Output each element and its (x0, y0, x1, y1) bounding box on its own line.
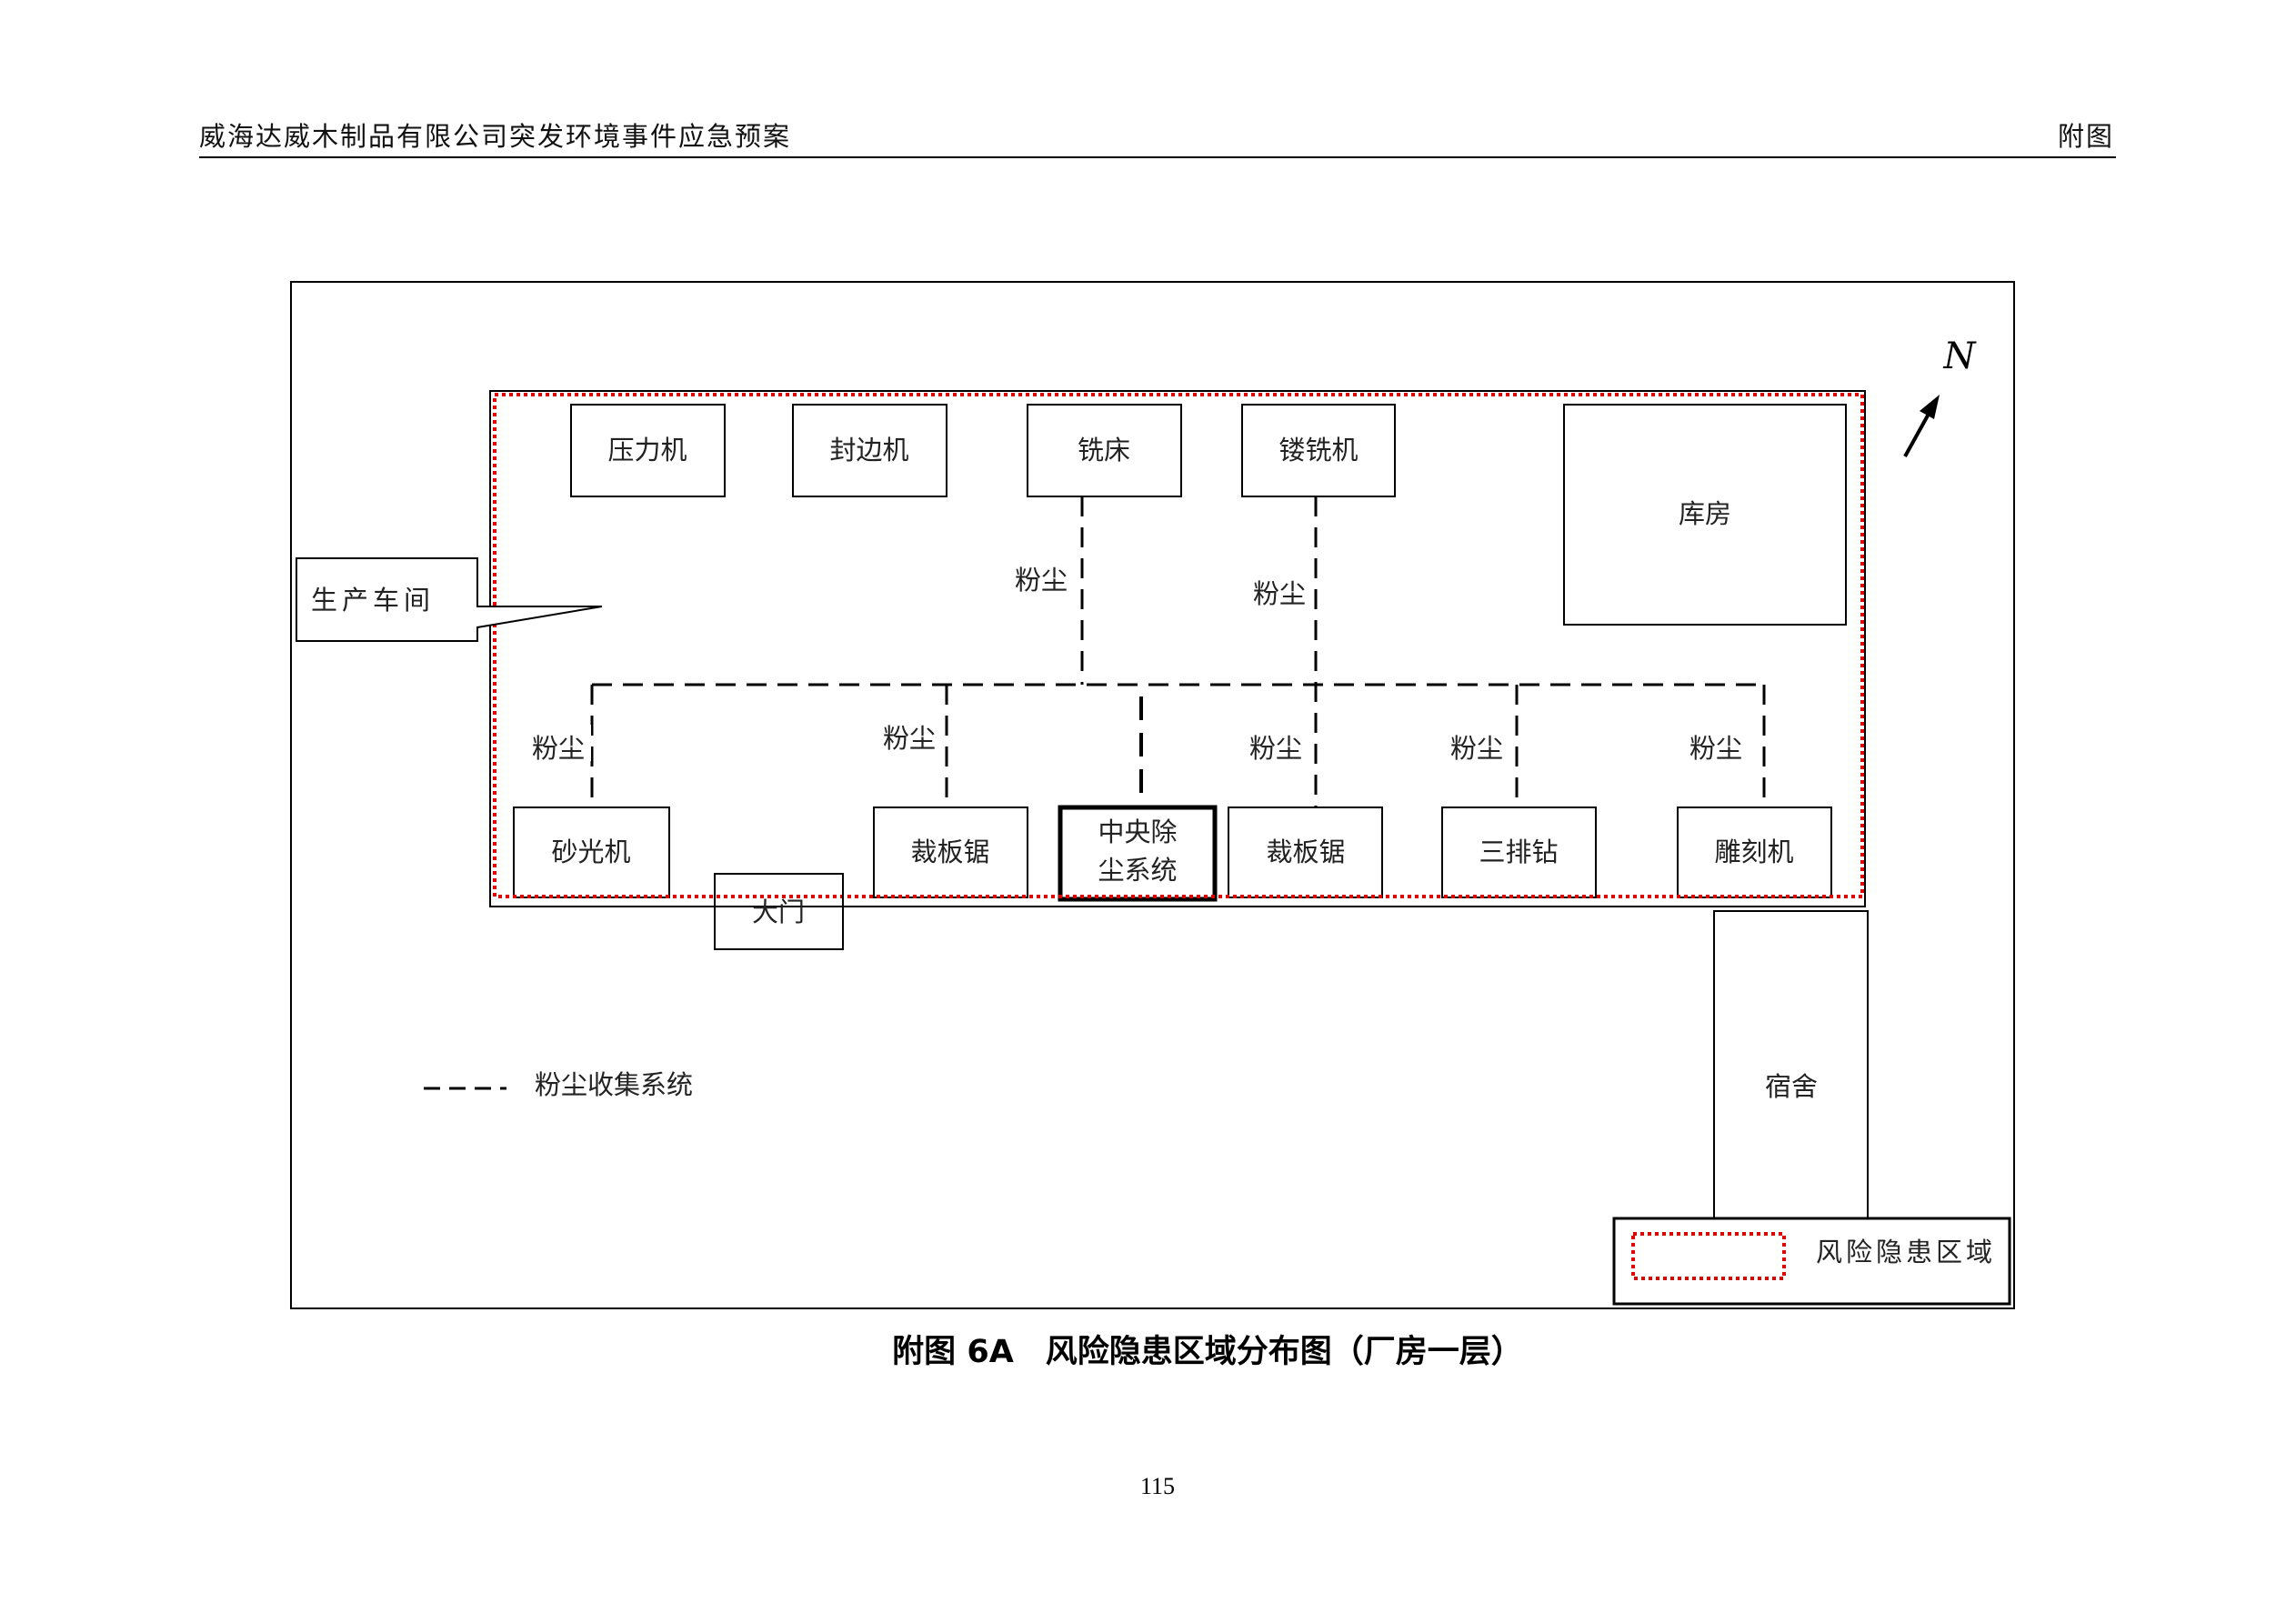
svg-text:铣床: 铣床 (1078, 435, 1130, 466)
north-arrow-icon: N (1903, 336, 1978, 457)
svg-text:雕刻机: 雕刻机 (1714, 837, 1793, 867)
machine-box-panel-saw: 裁板锯 (873, 806, 1028, 898)
page-number: 115 (1140, 1473, 1175, 1499)
dust-label: 粉尘 (1689, 733, 1742, 764)
machine-box-edge-bander: 封边机 (792, 404, 947, 497)
dust-label: 粉尘 (1450, 733, 1503, 764)
legend-dust-system: 粉尘收集系统 (424, 1069, 693, 1100)
svg-text:宿舍: 宿舍 (1765, 1071, 1818, 1102)
svg-text:裁板锯: 裁板锯 (910, 837, 989, 867)
svg-text:大门: 大门 (752, 897, 805, 927)
risk-area-boundary (493, 393, 1864, 898)
dormitory-box: 宿舍 (1713, 910, 1869, 1220)
dust-label: 粉尘 (883, 723, 936, 754)
section-label: 附图 (2058, 121, 2114, 152)
dust-label: 粉尘 (1015, 565, 1068, 596)
workshop-callout: 生产车间 (296, 557, 603, 642)
machine-box-press: 压力机 (570, 404, 726, 497)
gate-box: 大门 (714, 873, 844, 950)
dust-label: 粉尘 (1249, 733, 1302, 764)
dust-collection-lines (590, 496, 1766, 807)
document-title: 威海达威木制品有限公司突发环境事件应急预案 (199, 121, 791, 152)
svg-text:尘系统: 尘系统 (1098, 855, 1177, 886)
svg-text:粉尘收集系统: 粉尘收集系统 (535, 1069, 693, 1100)
svg-text:三排钻: 三排钻 (1479, 837, 1558, 867)
diagram-frame (290, 281, 2015, 1309)
machine-box-carving: 雕刻机 (1677, 806, 1832, 898)
factory-building (489, 390, 1866, 907)
machine-box-router: 镂铣机 (1241, 404, 1396, 497)
machine-box-drill: 三排钻 (1441, 806, 1597, 898)
dust-label: 粉尘 (532, 733, 585, 764)
machine-box-panel-saw: 裁板锯 (1228, 806, 1383, 898)
legend-risk-area: 风险隐患区域 (1612, 1217, 2011, 1306)
svg-text:裁板锯: 裁板锯 (1266, 837, 1345, 867)
svg-text:库房: 库房 (1679, 498, 1731, 529)
svg-text:镂铣机: 镂铣机 (1278, 435, 1358, 466)
dust-labels: 粉尘 粉尘 粉尘 粉尘 粉尘 粉尘 粉尘 (527, 556, 1749, 764)
machine-box-sander: 砂光机 (513, 806, 670, 898)
machine-box-milling: 铣床 (1027, 404, 1182, 497)
svg-text:中央除: 中央除 (1098, 817, 1177, 847)
dust-label: 粉尘 (1253, 578, 1306, 609)
svg-text:风险隐患区域: 风险隐患区域 (1816, 1237, 1996, 1267)
svg-text:生产车间: 生产车间 (311, 585, 435, 616)
svg-text:封边机: 封边机 (829, 435, 908, 466)
figure-caption: 附图 6A 风险隐患区域分布图（厂房一层） (892, 1334, 1523, 1370)
warehouse-box: 库房 (1563, 404, 1847, 626)
svg-text:N: N (1943, 336, 1978, 377)
svg-text:砂光机: 砂光机 (551, 837, 630, 867)
svg-text:压力机: 压力机 (607, 435, 687, 466)
